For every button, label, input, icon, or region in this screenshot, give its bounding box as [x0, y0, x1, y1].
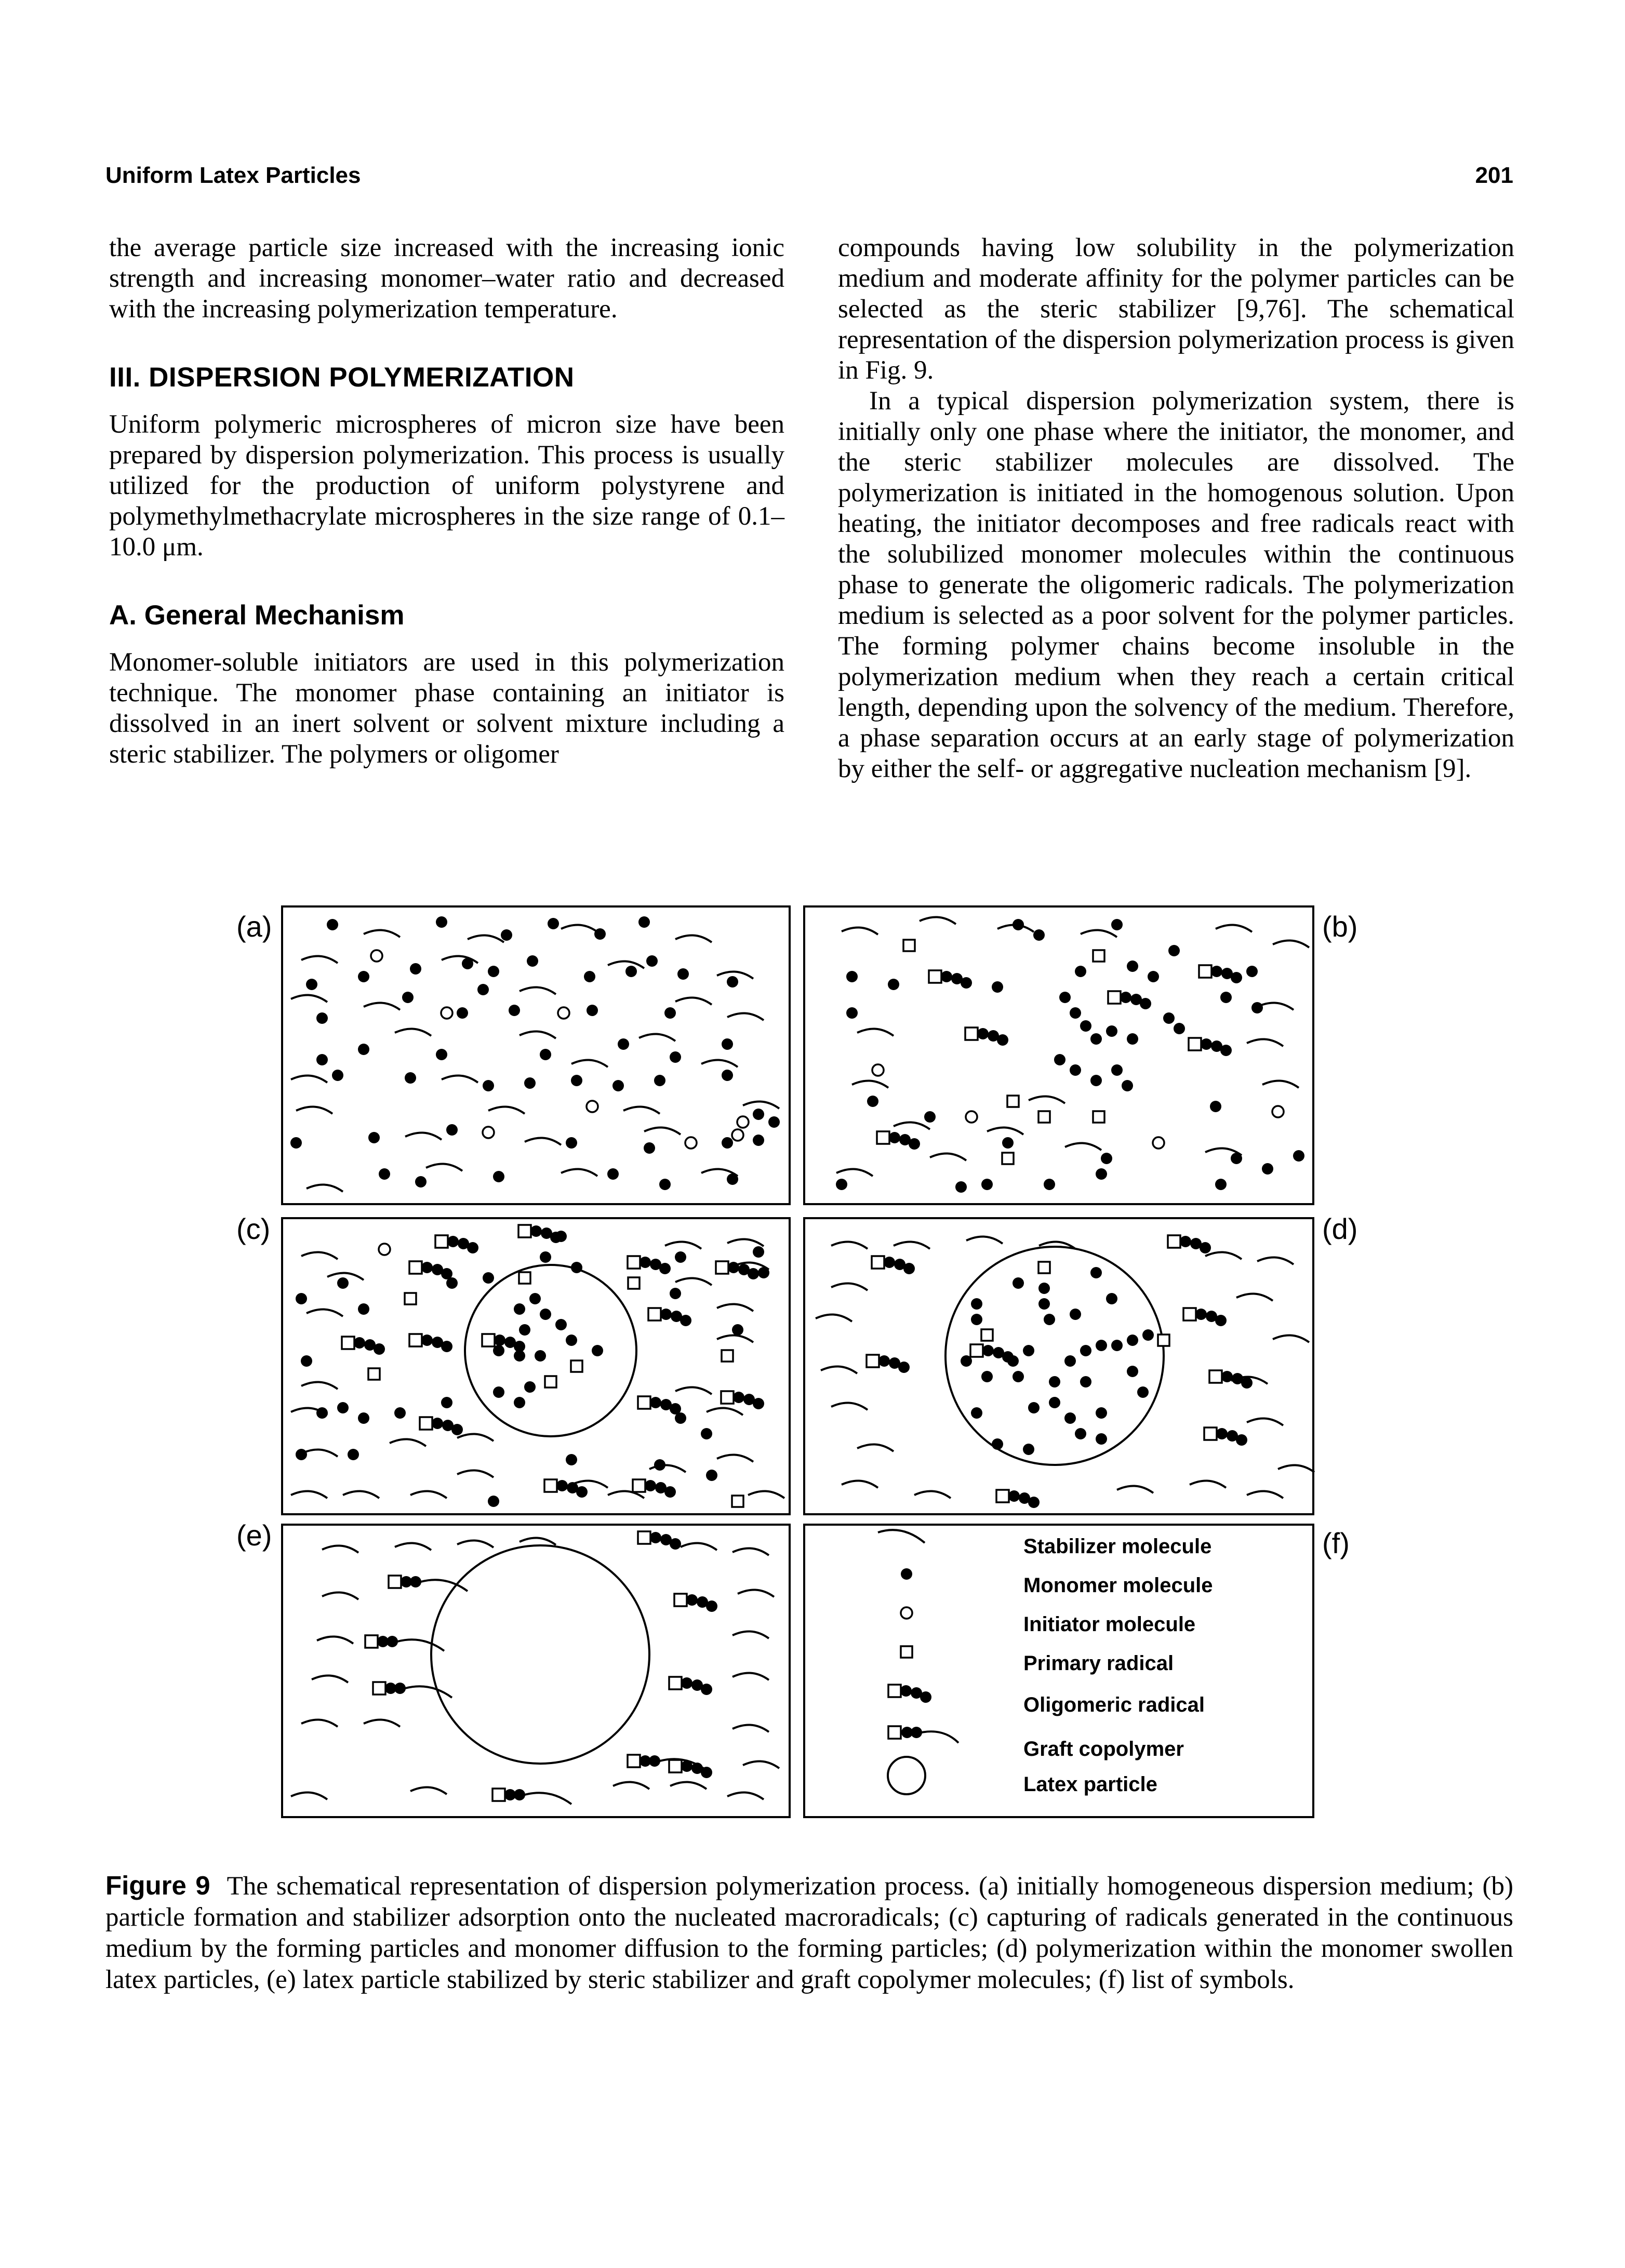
page-number: 201: [1475, 163, 1513, 188]
left-paragraph-1: the average particle size increased with…: [109, 233, 784, 324]
panel-d-contents: [815, 1234, 1315, 1509]
left-paragraph-3: Monomer-soluble initiators are used in t…: [109, 648, 784, 769]
left-column: the average particle size increased with…: [109, 233, 784, 770]
section-heading: III. DISPERSION POLYMERIZATION: [109, 362, 575, 393]
legend-label-graft: Graft copolymer: [1023, 1738, 1184, 1760]
panel-a: [281, 905, 791, 1205]
oligomeric-radical-icon: [887, 1684, 933, 1704]
panel-e-contents: [290, 1530, 780, 1805]
panel-f-legend: Stabilizer molecule Monomer molecule Ini…: [877, 1529, 1213, 1796]
legend-label-latex: Latex particle: [1023, 1773, 1157, 1796]
panel-c: [281, 1217, 791, 1515]
panel-f: [803, 1524, 1314, 1818]
panel-label-d: (d): [1322, 1212, 1357, 1245]
panel-b-contents: [835, 916, 1310, 1193]
running-title: Uniform Latex Particles: [105, 163, 361, 188]
right-column: compounds having low solubility in the p…: [838, 233, 1514, 784]
subsection-heading: A. General Mechanism: [109, 600, 405, 631]
primary-radical-icon: [900, 1645, 913, 1659]
legend-label-primary: Primary radical: [1023, 1652, 1174, 1675]
initiator-molecule-icon: [900, 1606, 913, 1620]
right-paragraph-2: In a typical dispersion polymerization s…: [838, 386, 1514, 783]
caption-label: Figure 9: [105, 1871, 210, 1900]
panel-label-b: (b): [1322, 910, 1357, 943]
panel-label-c: (c): [236, 1212, 270, 1245]
panel-a-contents: [290, 916, 780, 1193]
panel-c-contents: [290, 1224, 785, 1508]
right-paragraph-1: compounds having low solubility in the p…: [838, 233, 1514, 385]
legend-label-initiator: Initiator molecule: [1023, 1613, 1195, 1636]
monomer-molecule-icon: [901, 1568, 912, 1580]
panel-b: [803, 905, 1314, 1205]
left-paragraph-2: Uniform polymeric microspheres of micron…: [109, 410, 784, 562]
legend-label-oligomeric: Oligomeric radical: [1023, 1693, 1205, 1716]
panel-label-f: (f): [1322, 1527, 1350, 1559]
latex-particle-icon: [887, 1756, 926, 1795]
stabilizer-molecule-icon: [877, 1529, 926, 1544]
panel-e: [281, 1524, 791, 1818]
legend-label-stabilizer: Stabilizer molecule: [1023, 1535, 1211, 1558]
legend-label-monomer: Monomer molecule: [1023, 1574, 1213, 1597]
panel-label-e: (e): [236, 1519, 272, 1552]
panel-label-a: (a): [236, 910, 272, 943]
graft-copolymer-icon: [887, 1725, 960, 1744]
figure-caption: Figure 9 The schematical representation …: [105, 1870, 1513, 1995]
caption-text: The schematical representation of disper…: [105, 1872, 1514, 1994]
panel-d: [803, 1217, 1314, 1515]
